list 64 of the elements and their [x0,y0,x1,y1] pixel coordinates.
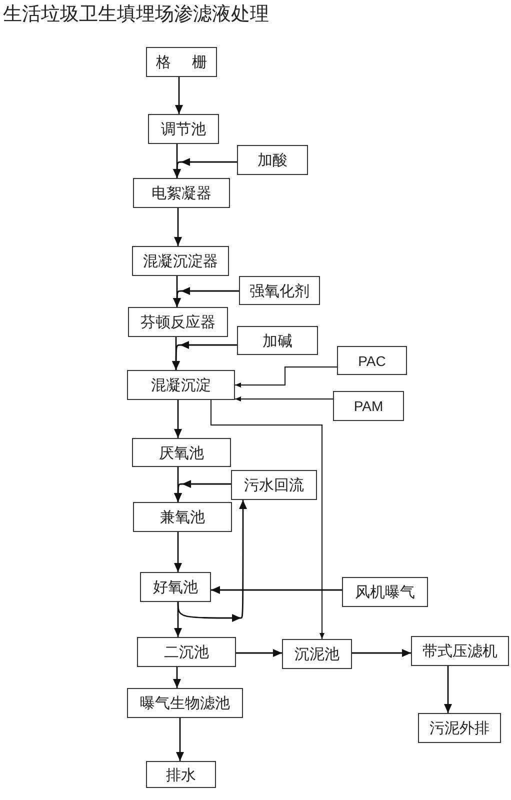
process-box [133,178,230,208]
process-label: 好氧池 [153,578,198,596]
process-box [418,713,501,743]
arrow [352,649,411,657]
arrow [210,400,324,640]
process-label: 污水回流 [244,476,304,494]
arrow [173,158,237,178]
arrow [174,208,182,246]
process-box [333,391,404,421]
arrow [174,480,231,502]
arrow [236,649,282,657]
process-label: 混凝沉淀 [151,376,211,394]
diagram-title: 生活垃圾卫生填埋场渗滤液处理 [3,2,269,26]
arrow [172,341,237,370]
arrow [173,287,239,307]
process-box [146,761,216,788]
process-box [282,639,352,669]
process-box [128,307,228,337]
process-label: 带式压滤机 [422,642,498,660]
process-label: PAM [354,398,384,414]
arrow [174,602,182,637]
arrow [175,77,183,114]
process-label: 芬顿反应器 [140,313,216,331]
process-box [133,502,232,532]
process-label: 加碱 [262,332,292,350]
process-label: 强氧化剂 [250,282,310,300]
process-box [132,246,229,276]
process-label: 二沉池 [164,643,209,661]
process-box [231,470,317,500]
process-box [411,636,509,666]
process-box [140,572,211,602]
process-label: 电絮凝器 [152,184,212,202]
arrow [211,586,342,594]
process-label: 混凝沉淀器 [143,252,218,270]
process-label: 格 栅 [156,53,207,71]
process-box [148,114,219,144]
process-box [342,577,428,607]
arrow [234,396,334,402]
process-label: 曝气生物滤池 [140,694,230,712]
arrow [174,532,182,572]
arrow [234,366,338,388]
arrow [174,400,182,438]
process-box [137,637,236,667]
process-box [132,438,231,467]
process-label: 调节池 [161,120,206,138]
process-box [127,688,243,718]
arrow [173,667,181,688]
process-box [146,47,217,77]
process-box [237,326,318,355]
process-label: 排水 [166,766,196,784]
process-label: 风机曝气 [355,583,415,601]
process-label: 兼氧池 [160,508,205,526]
process-label: PAC [358,352,386,368]
process-box [127,370,235,400]
process-box [237,145,308,175]
process-label: 污泥外排 [430,719,490,737]
arrow [444,666,452,713]
process-label: 沉泥池 [294,645,340,663]
process-label: 厌氧池 [159,444,204,462]
arrow [177,500,247,622]
process-box [239,276,320,305]
arrow [176,718,184,761]
process-label: 加酸 [258,151,288,169]
process-box [337,346,407,375]
